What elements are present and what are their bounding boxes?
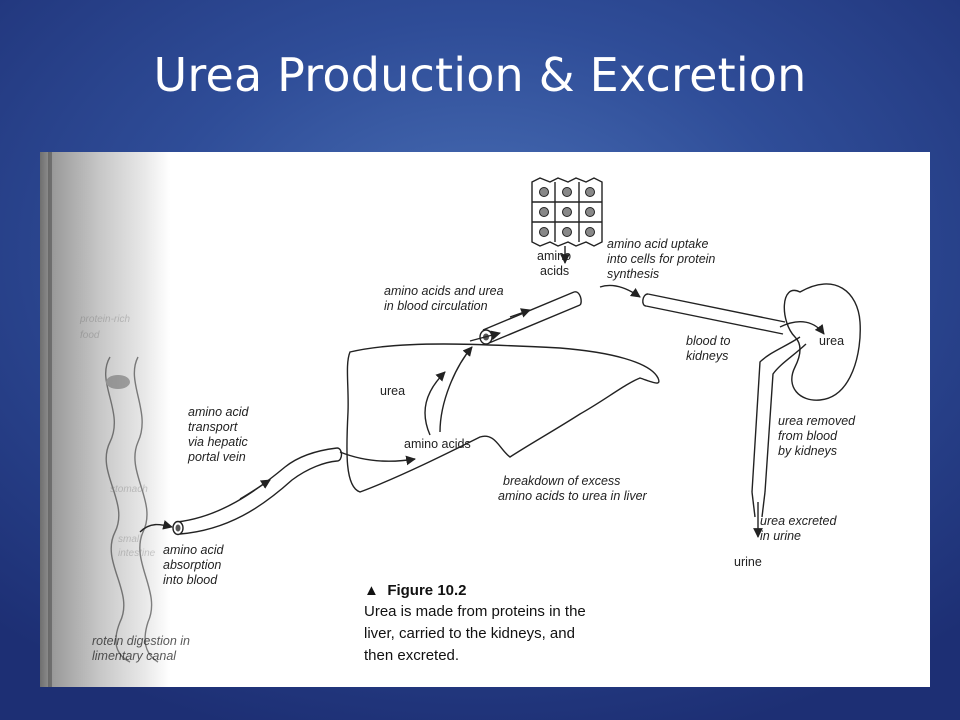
svg-text:stomach: stomach <box>110 484 148 495</box>
svg-text:protein-rich: protein-rich <box>79 314 130 325</box>
label-digestion-partial: rotein digestion in limentary canal <box>92 634 193 663</box>
svg-text:▲ Figure 10.2: ▲ Figure 10.2 <box>364 582 467 599</box>
svg-text:food: food <box>80 330 100 341</box>
caption-line-3: then excreted. <box>364 647 459 664</box>
blood-vessel-to-kidney <box>643 294 785 334</box>
label-uptake: amino acid uptake into cells for protein… <box>607 237 719 281</box>
blood-vessel-circulation <box>480 292 581 344</box>
label-urea-liver: urea <box>380 384 405 398</box>
caption-line-2: liver, carried to the kidneys, and <box>364 625 575 642</box>
caption-marker: ▲ <box>364 582 379 599</box>
alimentary-canal-drawing: protein-rich food stomach small intestin… <box>79 314 158 662</box>
label-amino-acids-cells: amino acids <box>537 249 575 278</box>
label-blood-to-kidneys: blood to kidneys <box>686 334 734 363</box>
label-urea-excreted: urea excreted in urine <box>760 514 840 543</box>
label-breakdown: breakdown of excess amino acids to urea … <box>498 474 648 503</box>
label-urea-removed: urea removed from blood by kidneys <box>778 414 859 458</box>
label-amino-acids-liver: amino acids <box>404 437 471 451</box>
caption-line-1: Urea is made from proteins in the <box>364 603 586 620</box>
body-cells-icon <box>532 178 602 246</box>
urea-diagram: protein-rich food stomach small intestin… <box>40 152 930 687</box>
slide-title: Urea Production & Excretion <box>0 52 960 98</box>
label-circulation: amino acids and urea in blood circulatio… <box>384 284 507 313</box>
liver-outline <box>347 344 659 492</box>
label-urine: urine <box>734 555 762 569</box>
label-absorption: amino acid absorption into blood <box>163 543 227 587</box>
svg-text:intestine: intestine <box>118 548 156 559</box>
figure-caption: ▲ Figure 10.2 Urea is made from proteins… <box>364 582 586 664</box>
svg-text:small: small <box>118 534 142 545</box>
caption-title: Figure 10.2 <box>387 582 466 599</box>
label-portal-transport: amino acid transport via hepatic portal … <box>187 405 252 464</box>
label-urea-kidney: urea <box>819 334 844 348</box>
figure-scan: protein-rich food stomach small intestin… <box>40 152 930 687</box>
